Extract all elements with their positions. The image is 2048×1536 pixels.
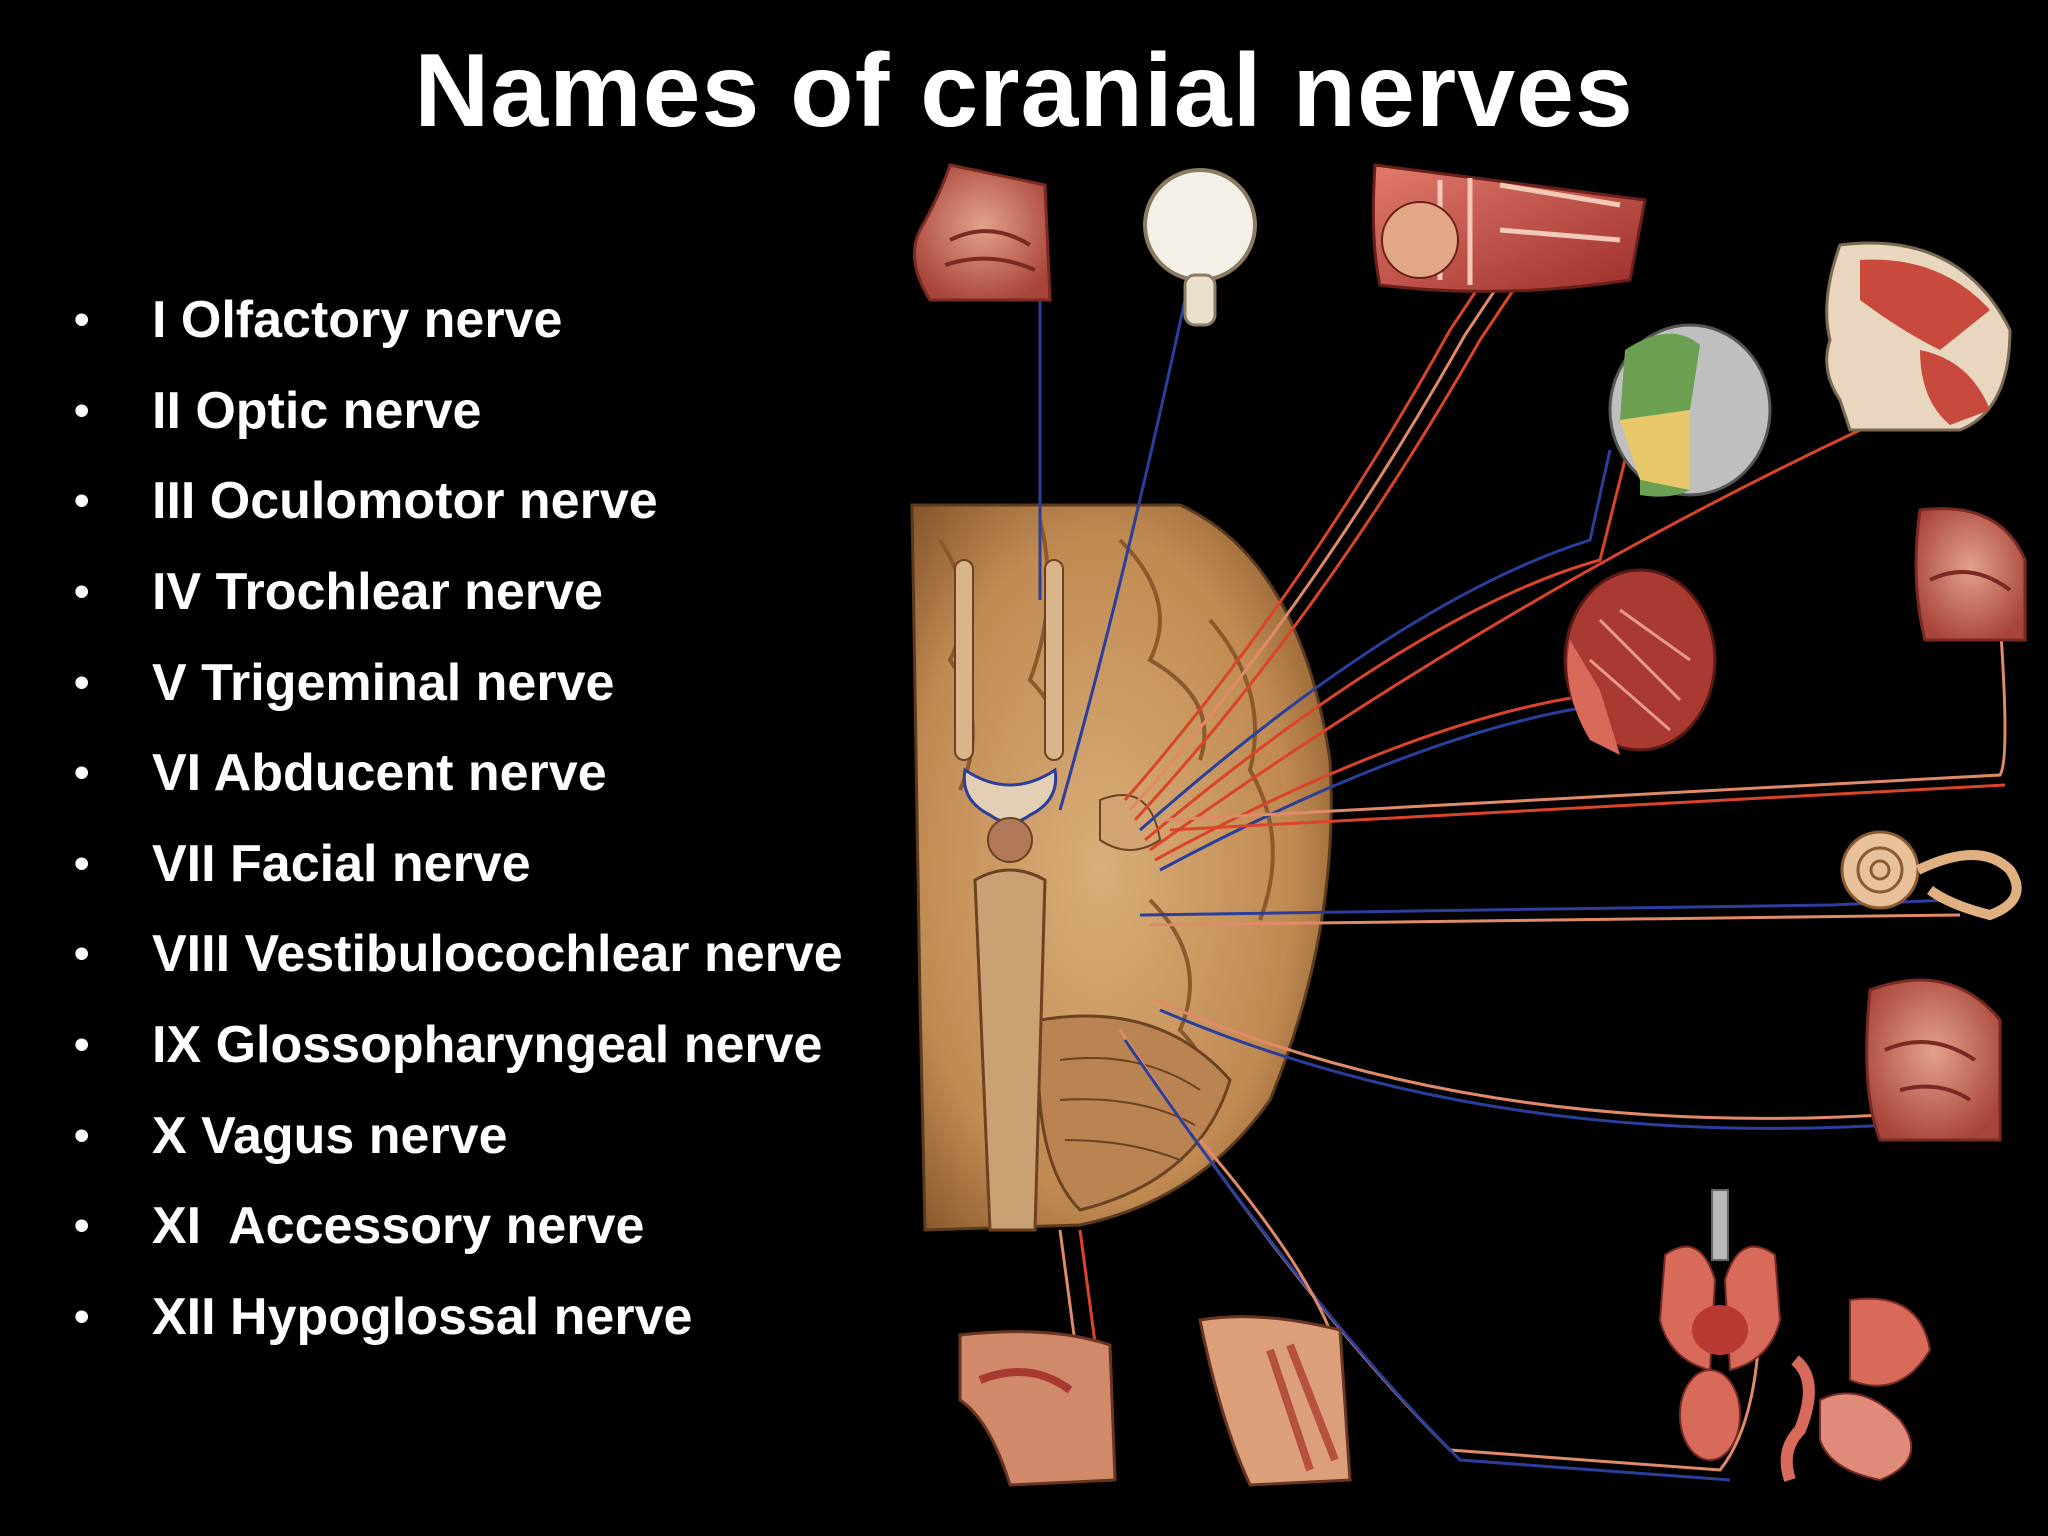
bullet-icon: •: [74, 567, 90, 617]
thoracic-abdominal-organs-illustration: [1658, 1189, 1932, 1482]
inner-ear-illustration: [1840, 830, 2022, 921]
skull-muscle-illustration: [1825, 241, 2012, 432]
nerve-list-item: • VII Facial nerve: [72, 819, 843, 910]
bullet-icon: •: [74, 1020, 90, 1070]
bullet-icon: •: [74, 748, 90, 798]
tongue-illustration: [958, 1330, 1117, 1487]
nerve-list-item: • II Optic nerve: [72, 366, 843, 457]
eyeball-illustration: [1143, 168, 1257, 327]
nerve-list-item: • XI Accessory nerve: [72, 1181, 843, 1272]
nerve-list-item: • III Oculomotor nerve: [72, 456, 843, 547]
nerve-label: VIII Vestibulocochlear nerve: [152, 925, 843, 984]
nerve-label: VII Facial nerve: [152, 834, 531, 893]
nerve-list-item: • IV Trochlear nerve: [72, 547, 843, 638]
nerve-label: X Vagus nerve: [152, 1106, 508, 1165]
cranial-nerve-list: • I Olfactory nerve • II Optic nerve • III …: [72, 275, 843, 1362]
nerve-label: I Olfactory nerve: [152, 291, 563, 350]
nerve-list-item: • VIII Vestibulocochlear nerve: [72, 909, 843, 1000]
bullet-icon: •: [74, 838, 90, 888]
face-muscles-illustration: [1563, 568, 1717, 755]
nerve-label: VI Abducent nerve: [152, 744, 607, 803]
bullet-icon: •: [74, 1201, 90, 1251]
bullet-icon: •: [74, 929, 90, 979]
bullet-icon: •: [74, 385, 90, 435]
nasal-cavity-illustration: [912, 163, 1052, 302]
nerve-label: V Trigeminal nerve: [152, 653, 615, 712]
orbit-muscles-illustration: [1371, 163, 1647, 293]
pharynx-illustration: [1865, 978, 2002, 1142]
nerve-list-item: • XII Hypoglossal nerve: [72, 1272, 843, 1363]
bullet-icon: •: [74, 1110, 90, 1160]
slide-title: Names of cranial nerves: [414, 33, 1634, 149]
bullet-icon: •: [74, 476, 90, 526]
nerve-label: XII Hypoglossal nerve: [152, 1287, 693, 1346]
bullet-icon: •: [74, 295, 90, 345]
nerve-list-item: • V Trigeminal nerve: [72, 637, 843, 728]
nerve-list-item: • X Vagus nerve: [72, 1090, 843, 1181]
neck-muscles-illustration: [1198, 1315, 1352, 1487]
nerve-label: II Optic nerve: [152, 381, 482, 440]
oral-cavity-illustration: [1914, 507, 2027, 642]
face-sensory-illustration: [1608, 323, 1772, 497]
nerve-list-item: • I Olfactory nerve: [72, 275, 843, 366]
nerve-list-item: • IX Glossopharyngeal nerve: [72, 1000, 843, 1091]
bullet-icon: •: [74, 1291, 90, 1341]
nerve-label: IV Trochlear nerve: [152, 563, 603, 622]
brain-base: [910, 503, 1333, 1232]
nerve-label: XI Accessory nerve: [152, 1197, 645, 1256]
nerve-label: III Oculomotor nerve: [152, 472, 658, 531]
nerve-list-item: • VI Abducent nerve: [72, 728, 843, 819]
bullet-icon: •: [74, 657, 90, 707]
nerve-label: IX Glossopharyngeal nerve: [152, 1016, 823, 1075]
